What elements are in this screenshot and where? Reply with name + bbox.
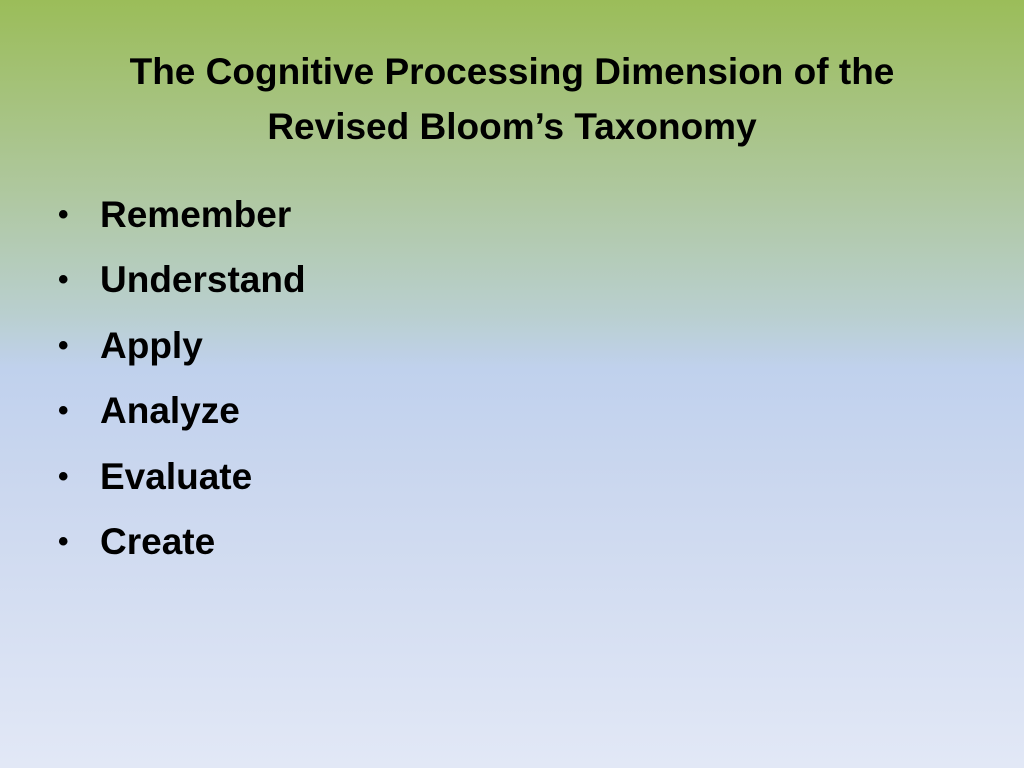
bullet-item-remember: • Remember bbox=[58, 182, 306, 248]
bullet-label: Create bbox=[100, 521, 216, 563]
slide-title: The Cognitive Processing Dimension of th… bbox=[129, 51, 895, 147]
bullet-item-analyze: • Analyze bbox=[58, 379, 306, 445]
bullet-label: Analyze bbox=[100, 390, 240, 432]
bullet-label: Understand bbox=[100, 259, 306, 301]
bullet-icon: • bbox=[58, 197, 69, 231]
bullet-label: Remember bbox=[100, 193, 292, 235]
bullet-item-create: • Create bbox=[58, 510, 306, 576]
bullet-list: • Remember • Understand • Apply • Analyz… bbox=[58, 182, 306, 575]
bullet-item-evaluate: • Evaluate bbox=[58, 444, 306, 510]
bullet-item-understand: • Understand bbox=[58, 248, 306, 314]
bullet-icon: • bbox=[58, 459, 69, 493]
bullet-icon: • bbox=[58, 394, 69, 428]
bullet-icon: • bbox=[58, 263, 69, 297]
bullet-label: Apply bbox=[100, 324, 203, 366]
bullet-item-apply: • Apply bbox=[58, 313, 306, 379]
bullet-icon: • bbox=[58, 328, 69, 362]
bullet-label: Evaluate bbox=[100, 455, 253, 497]
bullet-icon: • bbox=[58, 525, 69, 559]
